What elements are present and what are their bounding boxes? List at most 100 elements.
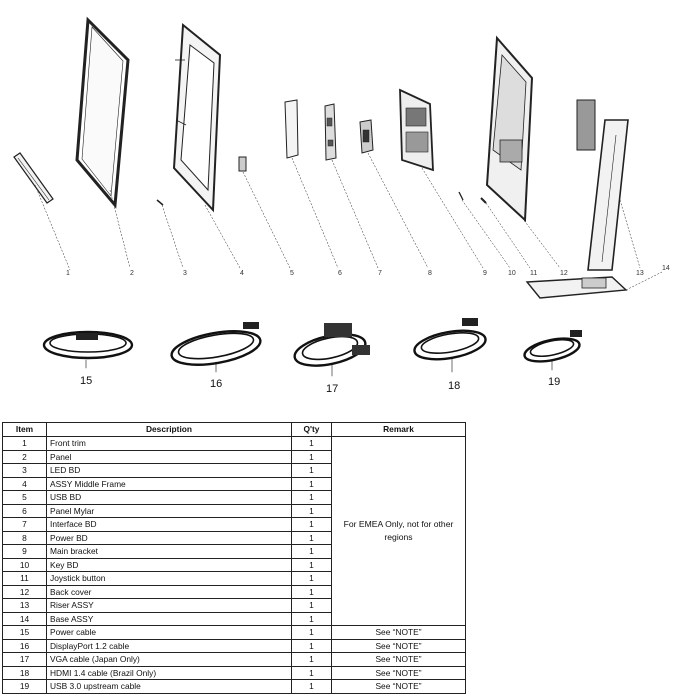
- parts-list-table: Item Description Q'ty Remark 1 Front tri…: [2, 422, 466, 694]
- row-description: Power cable: [46, 625, 292, 640]
- row-description: Panel: [46, 449, 292, 464]
- row-description: USB BD: [46, 490, 292, 505]
- header-remark: Remark: [331, 422, 466, 437]
- part-back-cover: [485, 35, 561, 269]
- row-remark: See “NOTE”: [331, 625, 466, 640]
- row-qty: 1: [291, 611, 332, 626]
- cable-displayport: [170, 322, 262, 373]
- table-row: 1 Front trim 1 For EMEA Only, not for ot…: [2, 436, 466, 626]
- row-qty: 1: [291, 665, 332, 680]
- row-qty: 1: [291, 490, 332, 505]
- callout-5: 5: [290, 270, 294, 277]
- row-item: 4: [2, 476, 47, 491]
- row-item: 18: [2, 665, 47, 680]
- row-description: Main bracket: [46, 544, 292, 559]
- row-qty: 1: [291, 503, 332, 518]
- cable-hdmi: [413, 318, 487, 373]
- row-qty: 1: [291, 638, 332, 653]
- row-description: Back cover: [46, 584, 292, 599]
- part-panel: [75, 16, 131, 269]
- header-qty: Q'ty: [291, 422, 332, 437]
- callout-2: 2: [130, 270, 134, 277]
- callout-9: 9: [483, 270, 487, 277]
- row-item: 5: [2, 490, 47, 505]
- row-description: DisplayPort 1.2 cable: [46, 638, 292, 653]
- callout-8: 8: [428, 270, 432, 277]
- callout-10: 10: [508, 270, 516, 277]
- row-item: 6: [2, 503, 47, 518]
- row-description: Riser ASSY: [46, 598, 292, 613]
- cable-usb: [523, 330, 582, 371]
- row-item: 13: [2, 598, 47, 613]
- table-header-row: Item Description Q'ty Remark: [2, 422, 466, 437]
- row-remark: See “NOTE”: [331, 652, 466, 667]
- row-description: Power BD: [46, 530, 292, 545]
- callout-7: 7: [378, 270, 382, 277]
- row-remark: See “NOTE”: [331, 679, 466, 694]
- row-description: ASSY Middle Frame: [46, 476, 292, 491]
- row-qty: 1: [291, 571, 332, 586]
- row-description: Panel Mylar: [46, 503, 292, 518]
- row-description: LED BD: [46, 463, 292, 478]
- part-middle-frame: [172, 23, 241, 269]
- part-power-bd: [359, 119, 429, 269]
- part-base-assy: [525, 271, 663, 299]
- row-qty: 1: [291, 544, 332, 559]
- callout-13: 13: [636, 270, 644, 277]
- row-description: Key BD: [46, 557, 292, 572]
- callout-1: 1: [66, 270, 70, 277]
- cable-vga: [293, 323, 370, 377]
- row-item: 1: [2, 436, 47, 451]
- row-item: 3: [2, 463, 47, 478]
- row-qty: 1: [291, 476, 332, 491]
- row-qty: 1: [291, 652, 332, 667]
- part-interface-bd: [324, 103, 379, 269]
- row-item: 12: [2, 584, 47, 599]
- callout-4: 4: [240, 270, 244, 277]
- row-qty: 1: [291, 557, 332, 572]
- callout-6: 6: [338, 270, 342, 277]
- part-key-bd: [458, 191, 511, 269]
- row-item: 9: [2, 544, 47, 559]
- row-item: 11: [2, 571, 47, 586]
- callout-14: 14: [662, 265, 670, 272]
- exploded-view-diagram: 1 2 3 4 5 6 7 8 9 10 11 12 13 14: [13, 16, 670, 395]
- cable-label-17: 17: [326, 383, 338, 395]
- part-panel-mylar: [284, 99, 339, 269]
- row-qty: 1: [291, 584, 332, 599]
- cable-power: [42, 330, 134, 369]
- row-item: 2: [2, 449, 47, 464]
- part-usb-bd: [238, 156, 291, 269]
- callout-3: 3: [183, 270, 187, 277]
- row-remark: See “NOTE”: [331, 638, 466, 653]
- row-description: HDMI 1.4 cable (Brazil Only): [46, 665, 292, 680]
- row-item: 17: [2, 652, 47, 667]
- callout-11: 11: [530, 270, 537, 277]
- cable-label-19: 19: [548, 376, 560, 388]
- row-qty: 1: [291, 449, 332, 464]
- row-qty: 1: [291, 436, 332, 451]
- row-remark: See “NOTE”: [331, 665, 466, 680]
- row-item: 15: [2, 625, 47, 640]
- row-description: Front trim: [46, 436, 292, 451]
- cable-label-16: 16: [210, 378, 222, 390]
- row-item: 16: [2, 638, 47, 653]
- row-description: USB 3.0 upstream cable: [46, 679, 292, 694]
- row-qty: 1: [291, 463, 332, 478]
- row-item: 19: [2, 679, 47, 694]
- part-riser-assy: [576, 99, 641, 271]
- row-qty: 1: [291, 625, 332, 640]
- row-description: Base ASSY: [46, 611, 292, 626]
- part-joystick-button: [480, 197, 531, 269]
- row-item: 7: [2, 517, 47, 532]
- part-main-bracket: [399, 88, 484, 269]
